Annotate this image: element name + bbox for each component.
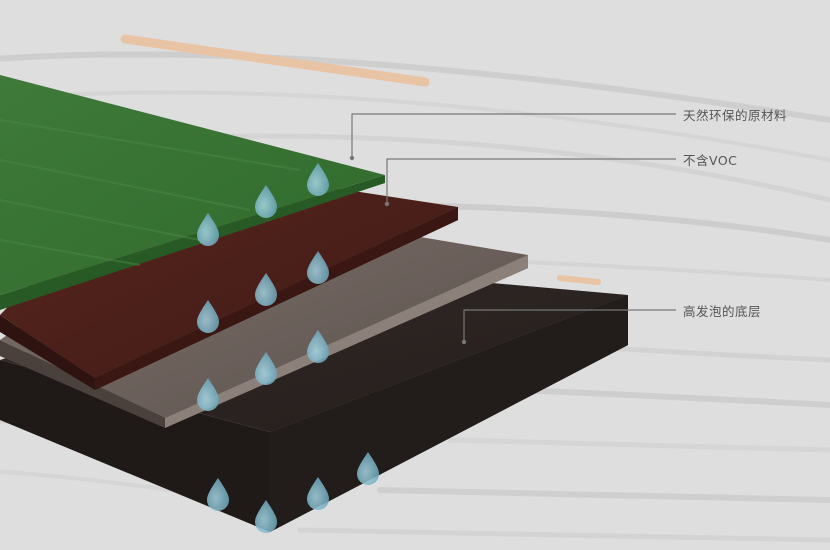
water-drop-icon <box>307 330 329 363</box>
water-drop-icon <box>307 163 329 196</box>
water-drop-icon <box>207 478 229 511</box>
water-drop-icon <box>255 185 277 218</box>
leader-line-no-voc <box>386 158 676 204</box>
water-drop-icon <box>197 213 219 246</box>
water-drop-icon <box>197 378 219 411</box>
water-drop-icon <box>255 500 277 533</box>
water-drop-icon <box>307 251 329 284</box>
callout-eco-material-label: 天然环保的原材料 <box>683 108 788 123</box>
callout-leader-lines <box>349 113 676 345</box>
callout-no-voc-label: 不含VOC <box>683 153 738 168</box>
water-drops <box>197 163 379 533</box>
leader-line-high-foam-base <box>463 309 676 342</box>
water-drop-icon <box>197 300 219 333</box>
water-drop-icon <box>307 477 329 510</box>
leader-line-eco-material <box>351 113 676 158</box>
water-drop-icon <box>255 352 277 385</box>
water-drop-icon <box>357 452 379 485</box>
water-drop-icon <box>255 273 277 306</box>
green-surface-layer <box>0 75 385 310</box>
callout-high-foam-base-label: 高发泡的底层 <box>683 304 762 319</box>
